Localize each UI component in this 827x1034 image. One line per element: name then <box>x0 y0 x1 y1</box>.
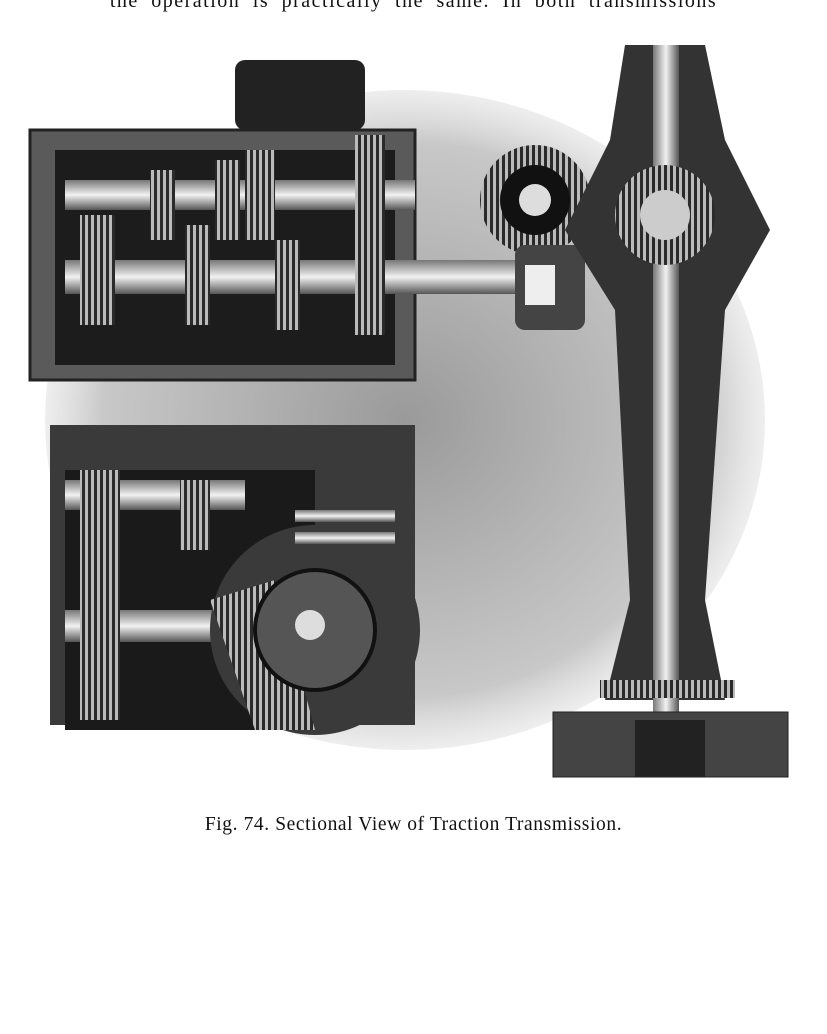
figure-caption: Fig. 74. Sectional View of Traction Tran… <box>204 814 623 835</box>
transmission-illustration <box>28 45 789 778</box>
lower-gearbox <box>50 425 420 735</box>
body-text-fragment: the operation is practically the same. I… <box>109 0 718 12</box>
upper-gearbox <box>28 60 515 382</box>
bevel-gear-assembly <box>480 145 590 330</box>
axle-housing <box>552 45 789 778</box>
